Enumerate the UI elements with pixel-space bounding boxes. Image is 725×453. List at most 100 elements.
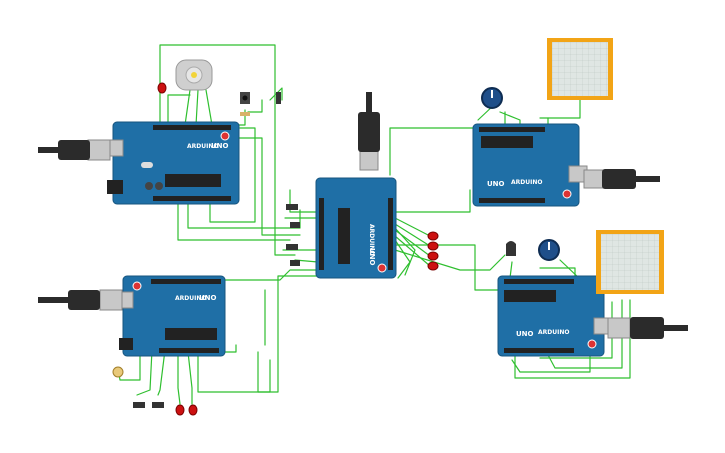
potentiometer-icon[interactable] <box>481 87 503 109</box>
lcd-grid <box>552 42 608 96</box>
board-brand: ARDUINO <box>187 143 218 150</box>
pushbutton-icon[interactable] <box>240 92 250 104</box>
reset-button[interactable] <box>587 339 597 349</box>
arduino-board-top-left[interactable]: ARDUINO UNO <box>104 121 240 205</box>
wire <box>394 249 506 271</box>
wire <box>394 227 416 276</box>
reset-button[interactable] <box>220 131 230 141</box>
usb-cable-icon[interactable] <box>38 139 111 161</box>
usb-plug <box>87 139 111 161</box>
wire <box>159 44 296 256</box>
wire <box>187 351 193 405</box>
resistor-icon <box>240 112 250 116</box>
header-top <box>479 127 545 132</box>
wire <box>394 189 471 213</box>
lcd-grid <box>601 234 659 290</box>
wire <box>209 127 256 223</box>
usb-connector <box>602 169 636 189</box>
header-top <box>153 125 231 130</box>
header-bottom <box>319 198 324 270</box>
board-model: UNO <box>368 248 376 266</box>
atmega-chip <box>504 290 556 302</box>
board-model: UNO <box>211 142 229 150</box>
header-top <box>504 279 574 284</box>
wire <box>539 99 581 119</box>
lcd-display-icon[interactable] <box>596 230 664 294</box>
wire <box>511 354 591 373</box>
temp-sensor-icon[interactable] <box>506 241 516 256</box>
header-bottom <box>504 348 574 353</box>
reset-button[interactable] <box>132 281 142 291</box>
board-model: UNO <box>487 180 505 188</box>
switch-icon[interactable] <box>133 402 164 408</box>
atmega-chip <box>165 328 217 340</box>
lcd-display-icon[interactable] <box>547 38 613 100</box>
board-model: UNO <box>516 330 534 338</box>
wire <box>247 99 263 113</box>
wire <box>289 189 319 213</box>
wire <box>269 87 283 101</box>
usb-connector <box>68 290 100 310</box>
wire <box>394 235 431 267</box>
wire <box>197 351 271 393</box>
header-top <box>151 279 221 284</box>
wire <box>184 89 191 126</box>
atmega-chip <box>481 136 533 148</box>
arduino-board-top-right[interactable]: ARDUINO UNO <box>472 123 588 207</box>
dc-motor-icon[interactable] <box>175 59 213 91</box>
wire <box>136 349 153 396</box>
power-jack <box>119 338 133 350</box>
board-brand: ARDUINO <box>175 295 206 302</box>
board-brand: ARDUINO <box>538 329 569 336</box>
atmega-chip <box>338 208 350 264</box>
arduino-board-center[interactable]: ARDUINO UNO <box>315 177 397 279</box>
board-model: UNO <box>199 294 217 302</box>
wire <box>205 89 213 126</box>
switch-icon[interactable] <box>276 92 281 104</box>
wire <box>394 239 411 279</box>
photoresistor-icon[interactable] <box>112 366 124 378</box>
wire <box>195 89 199 126</box>
wire <box>177 199 291 241</box>
usb-plug <box>583 169 605 189</box>
wire <box>389 127 476 176</box>
board-brand: ARDUINO <box>368 224 375 255</box>
usb-cable-icon[interactable] <box>583 169 660 189</box>
usb-cable-icon[interactable] <box>607 317 688 339</box>
wire <box>509 261 513 279</box>
switch-icon[interactable] <box>286 204 300 266</box>
usb-connector <box>58 140 90 160</box>
oscillator <box>141 162 153 168</box>
header-bottom <box>153 196 231 201</box>
atmega-chip <box>165 174 221 187</box>
board-body <box>315 177 397 279</box>
wire <box>157 349 166 396</box>
arduino-board-bottom-right[interactable]: ARDUINO UNO <box>497 275 613 357</box>
header-top <box>388 198 393 270</box>
wire <box>167 94 191 126</box>
wire <box>187 199 301 229</box>
header-bottom <box>159 348 219 353</box>
reset-button[interactable] <box>377 263 387 273</box>
usb-plug <box>607 317 631 339</box>
wire <box>177 351 181 405</box>
board-body <box>112 121 240 205</box>
usb-cable-icon[interactable] <box>358 92 380 171</box>
header-bottom <box>479 198 545 203</box>
usb-connector <box>358 112 380 152</box>
usb-plug <box>359 149 379 171</box>
wire <box>394 223 431 247</box>
reset-button[interactable] <box>562 189 572 199</box>
capacitor <box>155 182 163 190</box>
wire <box>257 275 319 393</box>
usb-plug <box>99 289 123 311</box>
potentiometer-icon[interactable] <box>538 239 560 261</box>
led-icon[interactable] <box>157 82 439 416</box>
board-brand: ARDUINO <box>511 179 542 186</box>
arduino-board-bottom-left[interactable]: ARDUINO UNO <box>114 275 226 357</box>
usb-cable-icon[interactable] <box>38 289 123 311</box>
power-jack <box>107 180 123 194</box>
capacitor <box>145 182 153 190</box>
wire <box>214 269 319 296</box>
